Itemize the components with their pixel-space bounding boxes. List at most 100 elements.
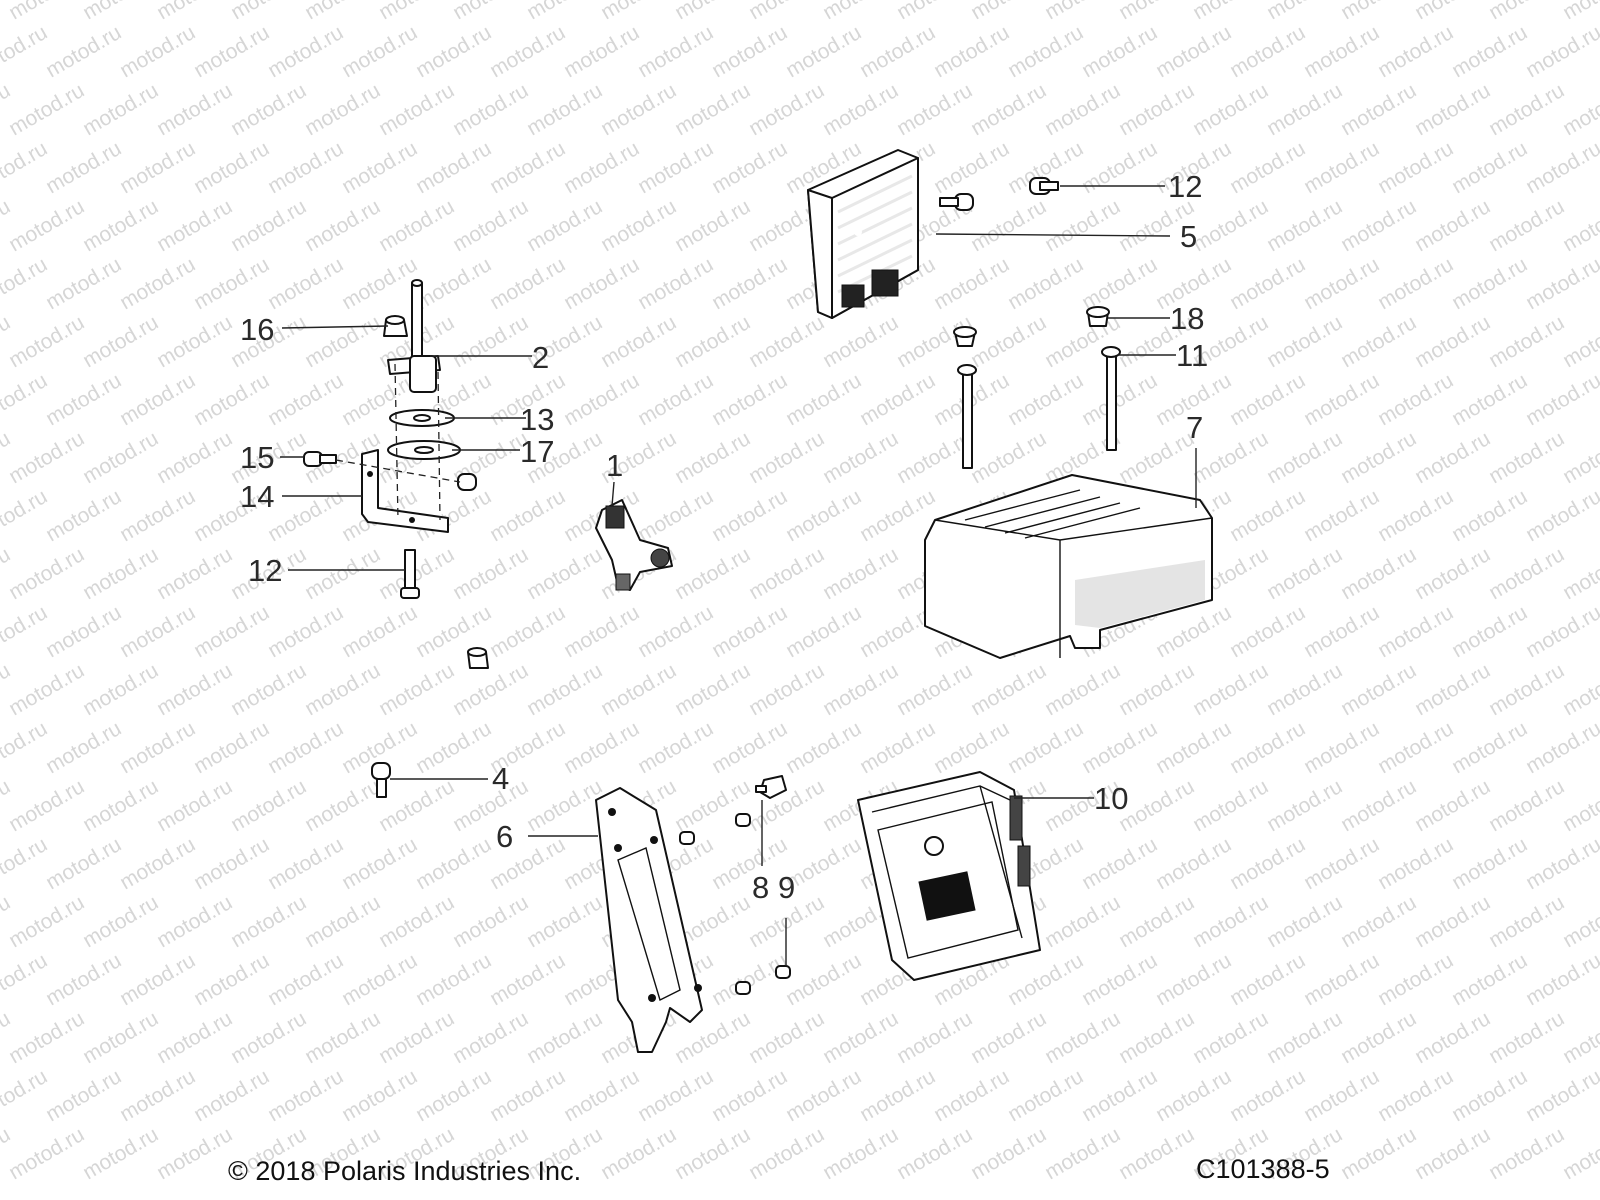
watermark-text: motod.ru [5,891,88,952]
watermark-text: motod.ru [671,311,754,372]
watermark-text: motod.ru [1263,543,1346,604]
watermark-text: motod.ru [1411,1123,1494,1184]
watermark-text: motod.ru [1115,659,1198,720]
watermark-text: motod.ru [1374,949,1457,1010]
watermark-text: motod.ru [560,1065,643,1126]
watermark-text: motod.ru [1411,427,1494,488]
watermark-text: motod.ru [1485,311,1568,372]
callout-7: 7 [1186,410,1203,445]
watermark-text: motod.ru [597,0,680,24]
watermark-text: motod.ru [819,427,902,488]
watermark-text: motod.ru [412,717,495,778]
watermark-text: motod.ru [0,485,51,546]
watermark-text: motod.ru [0,949,51,1010]
watermark-text: motod.ru [1115,891,1198,952]
watermark-text: motod.ru [597,311,680,372]
watermark-text: motod.ru [5,659,88,720]
watermark-text: motod.ru [819,79,902,140]
callout-1: 1 [606,448,623,483]
callout-12: 12 [1168,169,1202,204]
watermark-text: motod.ru [1115,0,1198,24]
watermark-text: motod.ru [301,311,384,372]
watermark-text: motod.ru [1337,891,1420,952]
watermark-text: motod.ru [449,195,532,256]
watermark-text: motod.ru [671,543,754,604]
watermark-text: motod.ru [375,0,458,24]
watermark-text: motod.ru [1448,601,1531,662]
watermark-text: motod.ru [153,79,236,140]
watermark-text: motod.ru [1559,0,1600,24]
watermark-text: motod.ru [597,79,680,140]
voltage-regulator-part [807,149,919,319]
watermark-text: motod.ru [1078,717,1161,778]
long-screw-part [957,346,1121,469]
watermark-text: motod.ru [486,1065,569,1126]
watermark-text: motod.ru [42,949,125,1010]
watermark-text: motod.ru [1559,79,1600,140]
watermark-text: motod.ru [301,543,384,604]
watermark-text: motod.ru [1078,253,1161,314]
watermark-text: motod.ru [1374,833,1457,894]
watermark-text: motod.ru [893,1123,976,1184]
watermark-text: motod.ru [1004,717,1087,778]
watermark-text: motod.ru [264,717,347,778]
watermark-text: motod.ru [782,601,865,662]
watermark-text: motod.ru [1226,137,1309,198]
watermark-text: motod.ru [449,311,532,372]
watermark-text: motod.ru [523,79,606,140]
watermark-text: motod.ru [1189,79,1272,140]
watermark-text: motod.ru [523,195,606,256]
watermark-text: motod.ru [412,1065,495,1126]
watermark-text: motod.ru [1189,775,1272,836]
watermark-text: motod.ru [930,137,1013,198]
watermark-text: motod.ru [745,311,828,372]
watermark-text: motod.ru [338,949,421,1010]
watermark-text: motod.ru [153,891,236,952]
callout-10: 10 [1094,781,1128,816]
watermark-text: motod.ru [338,833,421,894]
watermark-text: motod.ru [523,0,606,24]
watermark-text: motod.ru [634,137,717,198]
watermark-text: motod.ru [1448,485,1531,546]
watermark-text: motod.ru [375,775,458,836]
watermark-text: motod.ru [153,1123,236,1184]
watermark-text: motod.ru [301,659,384,720]
watermark-text: motod.ru [634,485,717,546]
watermark-text: motod.ru [745,1007,828,1068]
callout-5: 5 [1180,219,1197,254]
watermark-text: motod.ru [1522,21,1600,82]
watermark-text: motod.ru [1226,1065,1309,1126]
watermark-text: motod.ru [745,775,828,836]
watermark-text: motod.ru [1226,717,1309,778]
watermark-text: motod.ru [523,659,606,720]
watermark-text: motod.ru [893,0,976,24]
watermark-text: motod.ru [375,1007,458,1068]
callout-14: 14 [240,479,274,514]
screw-part [679,775,791,995]
watermark-text: motod.ru [5,195,88,256]
watermark-text: motod.ru [1300,21,1383,82]
watermark-text: motod.ru [1263,79,1346,140]
watermark-text: motod.ru [412,137,495,198]
watermark-text: motod.ru [449,1007,532,1068]
watermark-text: motod.ru [412,21,495,82]
watermark-text: motod.ru [5,427,88,488]
watermark-text: motod.ru [338,21,421,82]
watermark-text: motod.ru [967,195,1050,256]
watermark-text: motod.ru [375,195,458,256]
watermark-text: motod.ru [560,601,643,662]
watermark-text: motod.ru [1522,717,1600,778]
watermark-text: motod.ru [708,137,791,198]
watermark-text: motod.ru [264,485,347,546]
watermark-text: motod.ru [1448,253,1531,314]
watermark-text: motod.ru [1078,949,1161,1010]
watermark-text: motod.ru [1337,311,1420,372]
watermark-text: motod.ru [116,949,199,1010]
watermark-text: motod.ru [1337,195,1420,256]
watermark-text: motod.ru [190,949,273,1010]
watermark-text: motod.ru [745,0,828,24]
watermark-text: motod.ru [560,21,643,82]
watermark-text: motod.ru [1337,1123,1420,1184]
watermark-text: motod.ru [301,775,384,836]
